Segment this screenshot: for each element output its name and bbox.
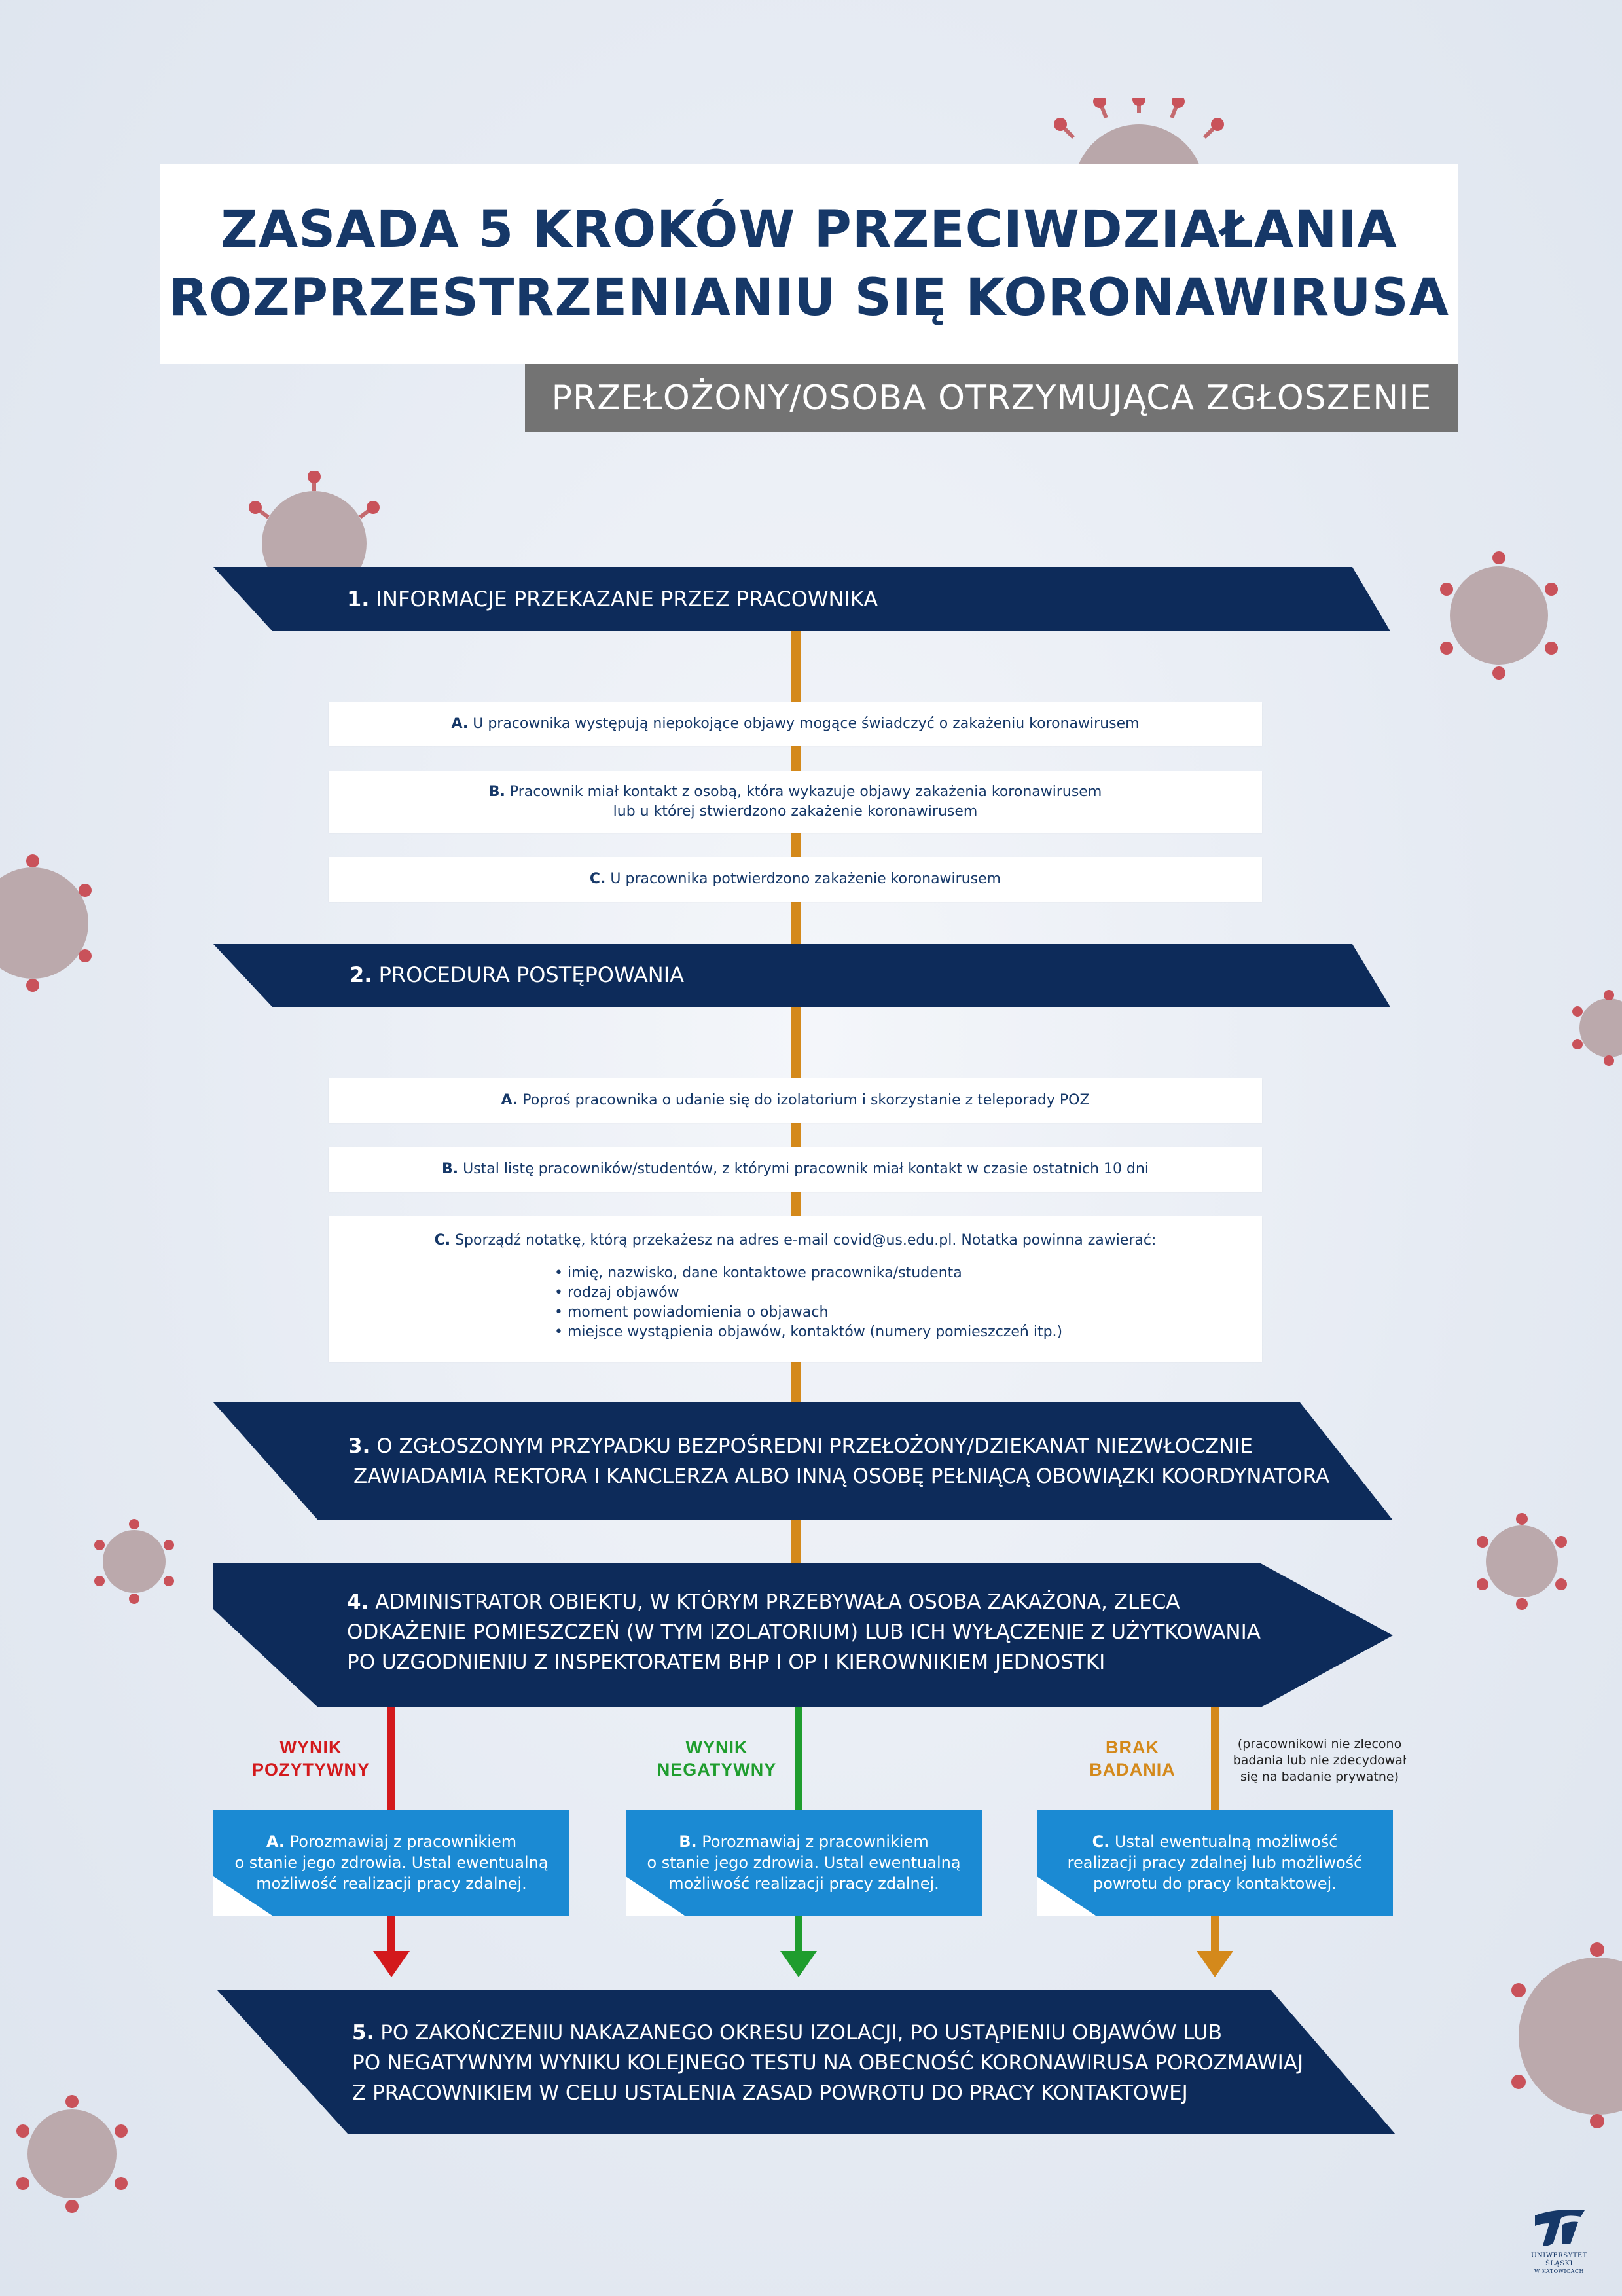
card-text: Ustal ewentualną możliwość bbox=[1114, 1832, 1338, 1851]
list-item: imię, nazwisko, dane kontaktowe pracowni… bbox=[554, 1264, 1144, 1283]
step2-card-c: C. Sporządź notatkę, którą przekażesz na… bbox=[329, 1216, 1262, 1362]
result-label-line1: WYNIK bbox=[279, 1738, 342, 1757]
card-text: realizacji pracy zdalnej lub możliwość bbox=[1067, 1853, 1363, 1872]
connector-line bbox=[791, 1519, 801, 1565]
note-line: badania lub nie zdecydował bbox=[1233, 1753, 1407, 1768]
step5-banner: 5. PO ZAKOŃCZENIU NAKAZANEGO OKRESU IZOL… bbox=[217, 1990, 1396, 2134]
card-letter: B. bbox=[488, 784, 505, 800]
card-text: U pracownika potwierdzono zakażenie koro… bbox=[610, 871, 1001, 887]
card-text-line2: lub u której stwierdzono zakażenie koron… bbox=[613, 803, 978, 820]
card-text: możliwość realizacji pracy zdalnej. bbox=[668, 1874, 939, 1893]
card-text: Pracownik miał kontakt z osobą, która wy… bbox=[509, 784, 1102, 800]
logo-line1: UNIWERSYTET ŚLĄSKI bbox=[1531, 2252, 1587, 2267]
list-item: rodzaj objawów bbox=[554, 1283, 1144, 1303]
card-text: Porozmawiaj z pracownikiem bbox=[289, 1832, 517, 1851]
step3-line2: ZAWIADAMIA REKTORA I KANCLERZA ALBO INNĄ… bbox=[353, 1465, 1330, 1488]
step4-line1: ADMINISTRATOR OBIEKTU, W KTÓRYM PRZEBYWA… bbox=[375, 1590, 1180, 1614]
result-label-no-test: BRAK BADANIA bbox=[1060, 1736, 1204, 1781]
step5-number: 5. bbox=[352, 2021, 374, 2045]
result-card-no-test: C. Ustal ewentualną możliwość realizacji… bbox=[1037, 1810, 1393, 1916]
page-title-line1: ZASADA 5 KROKÓW PRZECIWDZIAŁANIA bbox=[221, 200, 1397, 259]
list-item: moment powiadomienia o objawach bbox=[554, 1303, 1144, 1322]
card-text: powrotu do pracy kontaktowej. bbox=[1093, 1874, 1337, 1893]
card-text: U pracownika występują niepokojące objaw… bbox=[473, 716, 1140, 732]
result-label-line1: WYNIK bbox=[685, 1738, 748, 1757]
step2-banner: 2. PROCEDURA POSTĘPOWANIA bbox=[213, 944, 1390, 1007]
step3-line1: O ZGŁOSZONYM PRZYPADKU BEZPOŚREDNI PRZEŁ… bbox=[376, 1434, 1253, 1458]
card-letter: A. bbox=[266, 1832, 285, 1851]
step3-number: 3. bbox=[348, 1434, 370, 1458]
result-label-line1: BRAK bbox=[1106, 1738, 1159, 1757]
step1-title: INFORMACJE PRZEKAZANE PRZEZ PRACOWNIKA bbox=[376, 587, 878, 611]
step1-number: 1. bbox=[347, 587, 370, 611]
page-title-line2: ROZPRZESTRZENIANIU SIĘ KORONAWIRUSA bbox=[168, 268, 1450, 327]
list-item: miejsce wystąpienia objawów, kontaktów (… bbox=[554, 1322, 1144, 1342]
note-line: się na badanie prywatne) bbox=[1240, 1770, 1399, 1784]
arrow-down-icon bbox=[780, 1951, 817, 1977]
card-text: możliwość realizacji pracy zdalnej. bbox=[256, 1874, 527, 1893]
step2-card-b: B. Ustal listę pracowników/studentów, z … bbox=[329, 1147, 1262, 1192]
step5-line1: PO ZAKOŃCZENIU NAKAZANEGO OKRESU IZOLACJ… bbox=[380, 2021, 1222, 2045]
virus-icon bbox=[1440, 551, 1558, 680]
no-test-note: (pracownikowi nie zlecono badania lub ni… bbox=[1228, 1736, 1411, 1785]
card-letter: B. bbox=[679, 1832, 697, 1851]
university-logo-icon bbox=[1535, 2210, 1585, 2246]
arrow-down-icon bbox=[373, 1951, 410, 1977]
card-corner bbox=[1037, 1876, 1096, 1916]
step5-line3: Z PRACOWNIKIEM W CELU USTALENIA ZASAD PO… bbox=[352, 2081, 1188, 2105]
result-label-line2: BADANIA bbox=[1089, 1760, 1176, 1779]
step4-line3: PO UZGODNIENIU Z INSPEKTORATEM BHP I OP … bbox=[347, 1650, 1106, 1674]
card-letter: C. bbox=[589, 871, 606, 887]
virus-icon bbox=[1477, 1513, 1567, 1610]
step5-line2: PO NEGATYWNYM WYNIKU KOLEJNEGO TESTU NA … bbox=[352, 2051, 1304, 2075]
notes-bullet-list: imię, nazwisko, dane kontaktowe pracowni… bbox=[554, 1264, 1144, 1342]
virus-icon bbox=[94, 1519, 174, 1604]
card-letter: C. bbox=[434, 1232, 451, 1248]
card-text: Porozmawiaj z pracownikiem bbox=[702, 1832, 929, 1851]
step1-banner: 1. INFORMACJE PRZEKAZANE PRZEZ PRACOWNIK… bbox=[213, 567, 1390, 631]
card-text: Ustal listę pracowników/studentów, z któ… bbox=[463, 1161, 1149, 1177]
card-text: Sporządź notatkę, którą przekażesz na ad… bbox=[455, 1232, 1157, 1248]
step4-banner: 4. ADMINISTRATOR OBIEKTU, W KTÓRYM PRZEB… bbox=[213, 1563, 1393, 1707]
note-line: (pracownikowi nie zlecono bbox=[1237, 1737, 1402, 1751]
university-logo: UNIWERSYTET ŚLĄSKI W KATOWICACH bbox=[1520, 2206, 1598, 2276]
virus-icon bbox=[16, 2095, 128, 2213]
step2-card-a: A. Poproś pracownika o udanie się do izo… bbox=[329, 1078, 1262, 1123]
card-letter: C. bbox=[1092, 1832, 1110, 1851]
result-card-negative: B. Porozmawiaj z pracownikiem o stanie j… bbox=[626, 1810, 982, 1916]
step2-number: 2. bbox=[350, 962, 372, 987]
result-label-positive: WYNIK POZYTYWNY bbox=[236, 1736, 386, 1781]
virus-icon bbox=[1511, 1942, 1622, 2128]
step2-title: PROCEDURA POSTĘPOWANIA bbox=[378, 962, 685, 987]
title-box: ZASADA 5 KROKÓW PRZECIWDZIAŁANIA ROZPRZE… bbox=[160, 164, 1458, 364]
step4-number: 4. bbox=[347, 1590, 369, 1614]
subtitle-banner: PRZEŁOŻONY/OSOBA OTRZYMUJĄCA ZGŁOSZENIE bbox=[525, 364, 1458, 432]
virus-icon bbox=[0, 854, 92, 992]
logo-line2: W KATOWICACH bbox=[1534, 2269, 1585, 2274]
step3-banner: 3. O ZGŁOSZONYM PRZYPADKU BEZPOŚREDNI PR… bbox=[213, 1402, 1393, 1520]
card-corner bbox=[626, 1876, 685, 1916]
card-text: o stanie jego zdrowia. Ustal ewentualną bbox=[234, 1853, 549, 1872]
result-label-negative: WYNIK NEGATYWNY bbox=[641, 1736, 792, 1781]
result-label-line2: NEGATYWNY bbox=[657, 1760, 777, 1779]
result-card-positive: A. Porozmawiaj z pracownikiem o stanie j… bbox=[213, 1810, 569, 1916]
step1-card-a: A. U pracownika występują niepokojące ob… bbox=[329, 702, 1262, 746]
card-letter: B. bbox=[441, 1161, 459, 1177]
card-letter: A. bbox=[501, 1092, 518, 1108]
card-corner bbox=[213, 1876, 272, 1916]
arrow-down-icon bbox=[1197, 1951, 1233, 1977]
card-text: o stanie jego zdrowia. Ustal ewentualną bbox=[647, 1853, 961, 1872]
virus-icon bbox=[1572, 990, 1622, 1066]
step1-card-c: C. U pracownika potwierdzono zakażenie k… bbox=[329, 857, 1262, 902]
step1-card-b: B. Pracownik miał kontakt z osobą, która… bbox=[329, 771, 1262, 833]
result-label-line2: POZYTYWNY bbox=[251, 1760, 370, 1779]
card-text: Poproś pracownika o udanie się do izolat… bbox=[522, 1092, 1090, 1108]
card-letter: A. bbox=[451, 716, 469, 732]
step4-line2: ODKAŻENIE POMIESZCZEŃ (W TYM IZOLATORIUM… bbox=[347, 1620, 1261, 1644]
